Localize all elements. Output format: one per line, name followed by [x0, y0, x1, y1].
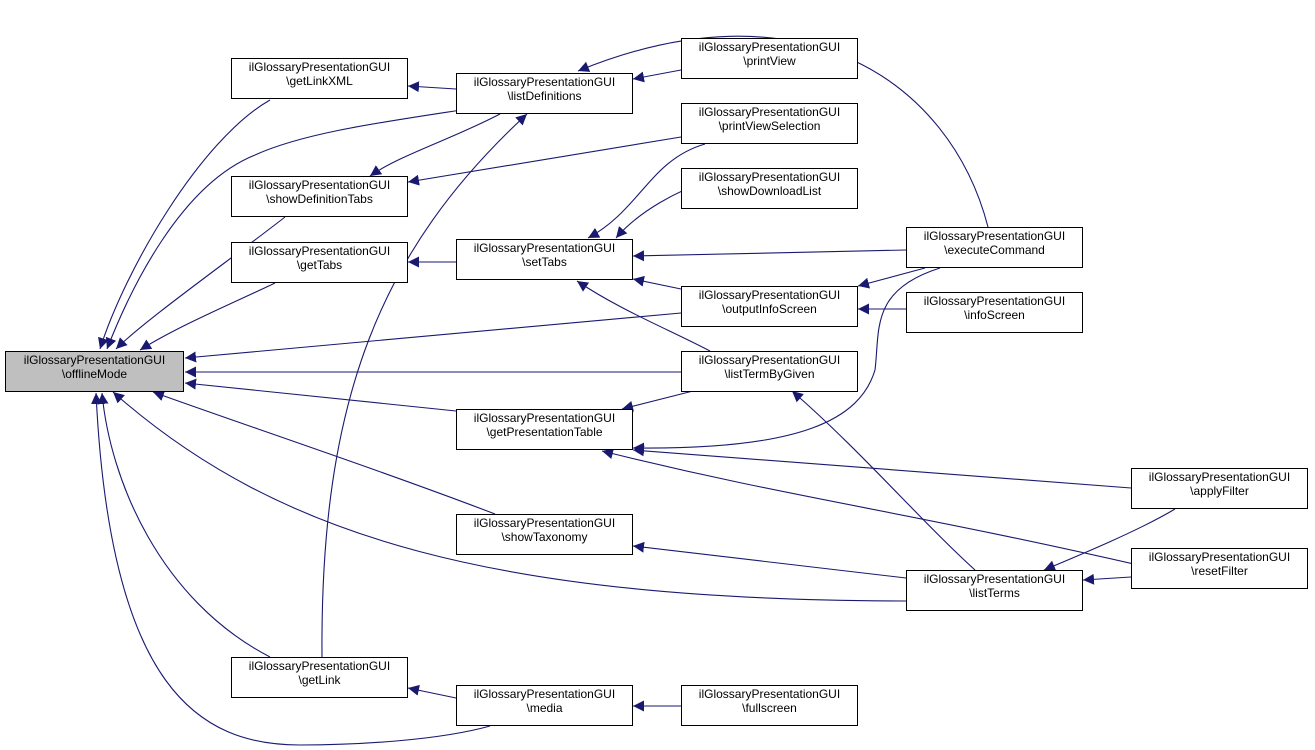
- node-showDownloadList[interactable]: ilGlossaryPresentationGUI\showDownloadLi…: [681, 168, 858, 209]
- edge-listTerms-to-offlineMode: [112, 391, 907, 602]
- node-class-label: ilGlossaryPresentationGUI: [698, 687, 841, 701]
- node-class-label: ilGlossaryPresentationGUI: [1148, 550, 1291, 564]
- edge-getLink-to-listDefinitions: [321, 113, 528, 658]
- node-listTerms[interactable]: ilGlossaryPresentationGUI\listTerms: [906, 570, 1083, 611]
- node-getPresentationTable[interactable]: ilGlossaryPresentationGUI\getPresentatio…: [456, 409, 633, 450]
- edge-listTerms-to-listTermByGiven: [791, 390, 976, 571]
- node-executeCommand[interactable]: ilGlossaryPresentationGUI\executeCommand: [906, 227, 1083, 268]
- node-method-label: \getLink: [298, 673, 341, 687]
- edge-listDefinitions-to-offlineMode: [105, 103, 501, 350]
- node-printView[interactable]: ilGlossaryPresentationGUI\printView: [681, 38, 858, 79]
- node-class-label: ilGlossaryPresentationGUI: [473, 687, 616, 701]
- edge-resetFilter-to-listTerms: [1082, 573, 1132, 585]
- node-method-label: \applyFilter: [1190, 484, 1249, 498]
- node-class-label: ilGlossaryPresentationGUI: [698, 288, 841, 302]
- edge-getPresentationTable-to-offlineMode: [184, 378, 457, 412]
- node-class-label: ilGlossaryPresentationGUI: [473, 516, 616, 530]
- node-showDefinitionTabs[interactable]: ilGlossaryPresentationGUI\showDefinition…: [231, 176, 408, 217]
- node-getLink[interactable]: ilGlossaryPresentationGUI\getLink: [231, 657, 408, 698]
- edge-listDefinitions-to-getLinkXML: [407, 81, 457, 93]
- edge-media-to-getLink: [407, 684, 457, 699]
- node-showTaxonomy[interactable]: ilGlossaryPresentationGUI\showTaxonomy: [456, 514, 633, 555]
- node-class-label: ilGlossaryPresentationGUI: [248, 659, 391, 673]
- node-setTabs[interactable]: ilGlossaryPresentationGUI\setTabs: [456, 239, 633, 280]
- edge-listTermByGiven-to-getPresentationTable: [621, 390, 694, 412]
- edge-showTaxonomy-to-offlineMode: [152, 390, 496, 515]
- node-method-label: \media: [526, 701, 563, 715]
- edge-applyFilter-to-listTerms: [1043, 508, 1176, 571]
- edge-applyFilter-to-getPresentationTable: [632, 445, 1132, 489]
- node-printViewSelection[interactable]: ilGlossaryPresentationGUI\printViewSelec…: [681, 103, 858, 144]
- node-method-label: \listTermByGiven: [724, 367, 815, 381]
- node-method-label: \listTerms: [969, 586, 1020, 600]
- edge-media-to-offlineMode: [91, 392, 491, 746]
- node-method-label: \getLinkXML: [286, 74, 353, 88]
- edge-getTabs-to-offlineMode: [139, 282, 276, 351]
- node-infoScreen[interactable]: ilGlossaryPresentationGUI\infoScreen: [906, 292, 1083, 333]
- node-applyFilter[interactable]: ilGlossaryPresentationGUI\applyFilter: [1131, 468, 1308, 509]
- node-class-label: ilGlossaryPresentationGUI: [248, 178, 391, 192]
- node-class-label: ilGlossaryPresentationGUI: [923, 572, 1066, 586]
- node-class-label: ilGlossaryPresentationGUI: [473, 241, 616, 255]
- node-method-label: \outputInfoScreen: [722, 302, 817, 316]
- node-method-label: \fullscreen: [742, 701, 797, 715]
- node-listTermByGiven[interactable]: ilGlossaryPresentationGUI\listTermByGive…: [681, 351, 858, 392]
- edge-printViewSelection-to-setTabs: [587, 143, 706, 239]
- edge-listDefinitions-to-showDefinitionTabs: [369, 113, 501, 177]
- node-class-label: ilGlossaryPresentationGUI: [698, 40, 841, 54]
- edge-outputInfoScreen-to-offlineMode: [184, 312, 682, 363]
- edge-printView-to-listDefinitions: [632, 69, 682, 83]
- edge-getLink-to-offlineMode: [97, 392, 271, 658]
- edge-executeCommand-to-setTabs: [632, 249, 907, 262]
- node-method-label: \listDefinitions: [507, 89, 582, 103]
- edge-getLinkXML-to-offlineMode: [98, 99, 271, 350]
- node-method-label: \getPresentationTable: [486, 425, 603, 439]
- node-media[interactable]: ilGlossaryPresentationGUI\media: [456, 685, 633, 726]
- edge-listTerms-to-showTaxonomy: [632, 541, 907, 579]
- node-method-label: \showDownloadList: [717, 184, 822, 198]
- node-getTabs[interactable]: ilGlossaryPresentationGUI\getTabs: [231, 242, 408, 283]
- node-class-label: ilGlossaryPresentationGUI: [698, 105, 841, 119]
- node-method-label: \resetFilter: [1191, 564, 1248, 578]
- node-method-label: \setTabs: [522, 255, 567, 269]
- edge-printViewSelection-to-showDefinitionTabs: [407, 136, 682, 186]
- node-method-label: \executeCommand: [944, 243, 1045, 257]
- node-method-label: \showTaxonomy: [501, 530, 588, 544]
- node-method-label: \printViewSelection: [718, 119, 821, 133]
- node-method-label: \infoScreen: [964, 308, 1025, 322]
- node-getLinkXML[interactable]: ilGlossaryPresentationGUI\getLinkXML: [231, 58, 408, 99]
- node-method-label: \getTabs: [296, 258, 343, 272]
- node-class-label: ilGlossaryPresentationGUI: [473, 75, 616, 89]
- node-resetFilter[interactable]: ilGlossaryPresentationGUI\resetFilter: [1131, 548, 1308, 589]
- node-method-label: \offlineMode: [61, 367, 128, 381]
- edge-executeCommand-to-getPresentationTable: [632, 267, 941, 454]
- edge-resetFilter-to-getPresentationTable: [601, 448, 1161, 571]
- node-fullscreen[interactable]: ilGlossaryPresentationGUI\fullscreen: [681, 685, 858, 726]
- node-class-label: ilGlossaryPresentationGUI: [698, 170, 841, 184]
- node-class-label: ilGlossaryPresentationGUI: [698, 353, 841, 367]
- edge-outputInfoScreen-to-setTabs: [632, 275, 682, 290]
- node-class-label: ilGlossaryPresentationGUI: [23, 353, 166, 367]
- edge-layer: [91, 35, 1176, 746]
- node-class-label: ilGlossaryPresentationGUI: [248, 60, 391, 74]
- node-method-label: \printView: [743, 54, 796, 68]
- node-class-label: ilGlossaryPresentationGUI: [1148, 470, 1291, 484]
- node-offlineMode[interactable]: ilGlossaryPresentationGUI\offlineMode: [5, 351, 184, 392]
- edge-executeCommand-to-outputInfoScreen: [857, 267, 926, 289]
- edge-showDefinitionTabs-to-offlineMode: [115, 216, 286, 350]
- node-method-label: \showDefinitionTabs: [266, 192, 373, 206]
- edge-listTermByGiven-to-setTabs: [576, 280, 711, 352]
- node-class-label: ilGlossaryPresentationGUI: [923, 229, 1066, 243]
- node-class-label: ilGlossaryPresentationGUI: [923, 294, 1066, 308]
- node-outputInfoScreen[interactable]: ilGlossaryPresentationGUI\outputInfoScre…: [681, 286, 858, 327]
- node-listDefinitions[interactable]: ilGlossaryPresentationGUI\listDefinition…: [456, 73, 633, 114]
- node-class-label: ilGlossaryPresentationGUI: [248, 244, 391, 258]
- node-class-label: ilGlossaryPresentationGUI: [473, 411, 616, 425]
